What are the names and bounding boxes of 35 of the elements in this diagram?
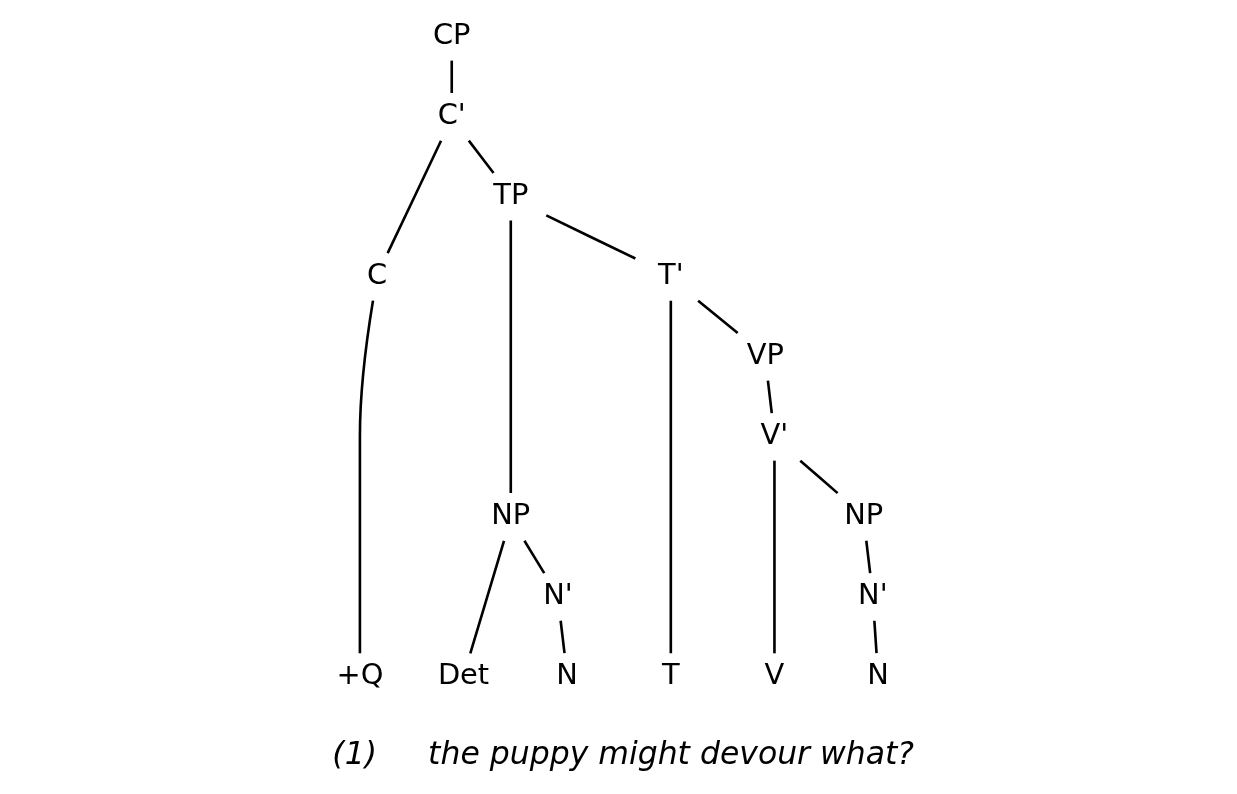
- node-text: V: [764, 657, 784, 692]
- connector: [385, 140, 442, 254]
- node-text: NP: [490, 497, 530, 532]
- connector: [467, 139, 495, 174]
- node-text: T': [657, 257, 684, 292]
- node-text: C: [366, 257, 387, 292]
- connector: [798, 459, 838, 495]
- connector: [522, 540, 545, 574]
- label: the puppy might devour what?: [427, 734, 914, 771]
- node-text: V': [760, 417, 788, 452]
- node-text: N: [866, 657, 889, 692]
- label: (1): [331, 734, 377, 771]
- connector: [864, 540, 871, 574]
- node-text: N': [857, 577, 888, 612]
- connector: [872, 620, 878, 654]
- connector: [558, 620, 566, 654]
- node-text: TP: [492, 177, 528, 212]
- node-text: VP: [746, 337, 784, 372]
- node-text: NP: [843, 497, 883, 532]
- connector: [669, 300, 672, 654]
- node-text: T: [661, 657, 680, 692]
- node-text: CP: [432, 17, 471, 52]
- connector: [468, 540, 505, 654]
- node-text: C': [437, 97, 466, 132]
- node-text: Det: [437, 657, 489, 692]
- connector: [696, 299, 738, 335]
- connector: [508, 220, 512, 493]
- node-text: N': [542, 577, 573, 612]
- connector: [772, 460, 776, 654]
- node-text: +Q: [335, 657, 383, 692]
- connector: [766, 380, 773, 414]
- connector: [545, 214, 636, 260]
- connector: [358, 300, 374, 654]
- node-text: N: [555, 657, 578, 692]
- connector: [449, 60, 453, 93]
